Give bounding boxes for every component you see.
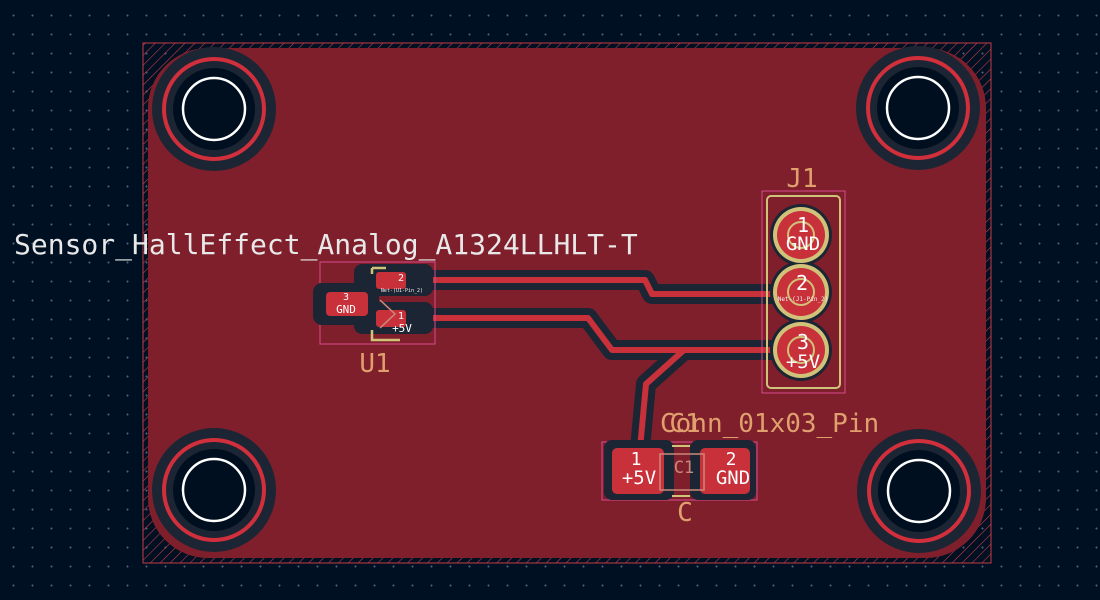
copper-zone[interactable] (148, 48, 986, 558)
footprint-c1[interactable]: 1 +5V 2 GND C1 C1 C (601, 409, 758, 528)
footprint-j1[interactable]: 1 GND 2 Net-(J1-Pin_2) 3 +5V J1 Conn_01x… (660, 164, 879, 439)
u1-pad-1-net: +5V (392, 322, 412, 335)
track-5v (399, 315, 801, 353)
c1-fab-outline (659, 453, 705, 491)
j1-pad-3-net: +5V (786, 351, 820, 373)
c1-reference-label[interactable]: C1 (669, 409, 700, 439)
mounting-hole-icon (152, 428, 276, 552)
mounting-hole-icon (856, 46, 980, 170)
u1-pad-2-net: Net-(U1-Pin_2) (381, 288, 423, 294)
footprint-u1[interactable]: 2 Net-(U1-Pin_2) 3 GND 1 +5V Sensor_Hall… (14, 228, 638, 379)
u1-pad-2-number: 2 (398, 273, 404, 284)
j1-pad-1-number: 1 (797, 213, 809, 237)
c1-pad-2-net: GND (716, 467, 750, 489)
mounting-hole-icon (152, 47, 276, 171)
mounting-hole-icon (857, 429, 981, 553)
j1-pad-3-number: 3 (797, 330, 809, 354)
j1-pad-2-number: 2 (796, 271, 808, 295)
c1-pad-2[interactable] (700, 448, 750, 494)
c1-pad-1-number: 1 (631, 449, 642, 470)
c1-courtyard (601, 441, 758, 501)
c1-pad-1-net: +5V (622, 467, 656, 489)
u1-pad-3-number: 3 (343, 292, 349, 303)
c1-pad-1[interactable] (612, 448, 664, 494)
u1-pad-1-number: 1 (398, 311, 404, 322)
u1-silkscreen (370, 266, 400, 342)
u1-reference-label[interactable]: U1 (359, 349, 390, 379)
j1-silkscreen-outline (766, 195, 841, 389)
j1-pad-1-net: GND (786, 233, 820, 255)
u1-fab-outline (379, 299, 397, 329)
mounting-holes (152, 46, 981, 553)
j1-reference-label[interactable]: J1 (786, 164, 817, 194)
j1-pad-2-net: Net-(J1-Pin_2) (778, 296, 829, 303)
j1-pad-1[interactable] (773, 207, 829, 263)
track-signal (399, 277, 798, 297)
c1-fab-reference: C1 (674, 458, 694, 478)
c1-pad-2-number: 2 (726, 449, 737, 470)
u1-pad-2[interactable] (376, 272, 406, 289)
j1-value-label[interactable]: Conn_01x03_Pin (660, 409, 879, 439)
u1-pad-3-net: GND (336, 303, 356, 316)
j1-pad-2[interactable] (773, 264, 829, 320)
c1-value-label[interactable]: C (677, 498, 693, 528)
u1-pad-3[interactable] (326, 292, 368, 316)
j1-courtyard (761, 190, 846, 394)
u1-value-label[interactable]: Sensor_HallEffect_Analog_A1324LLHLT-T (14, 228, 638, 262)
j1-pad-3[interactable] (773, 322, 829, 378)
